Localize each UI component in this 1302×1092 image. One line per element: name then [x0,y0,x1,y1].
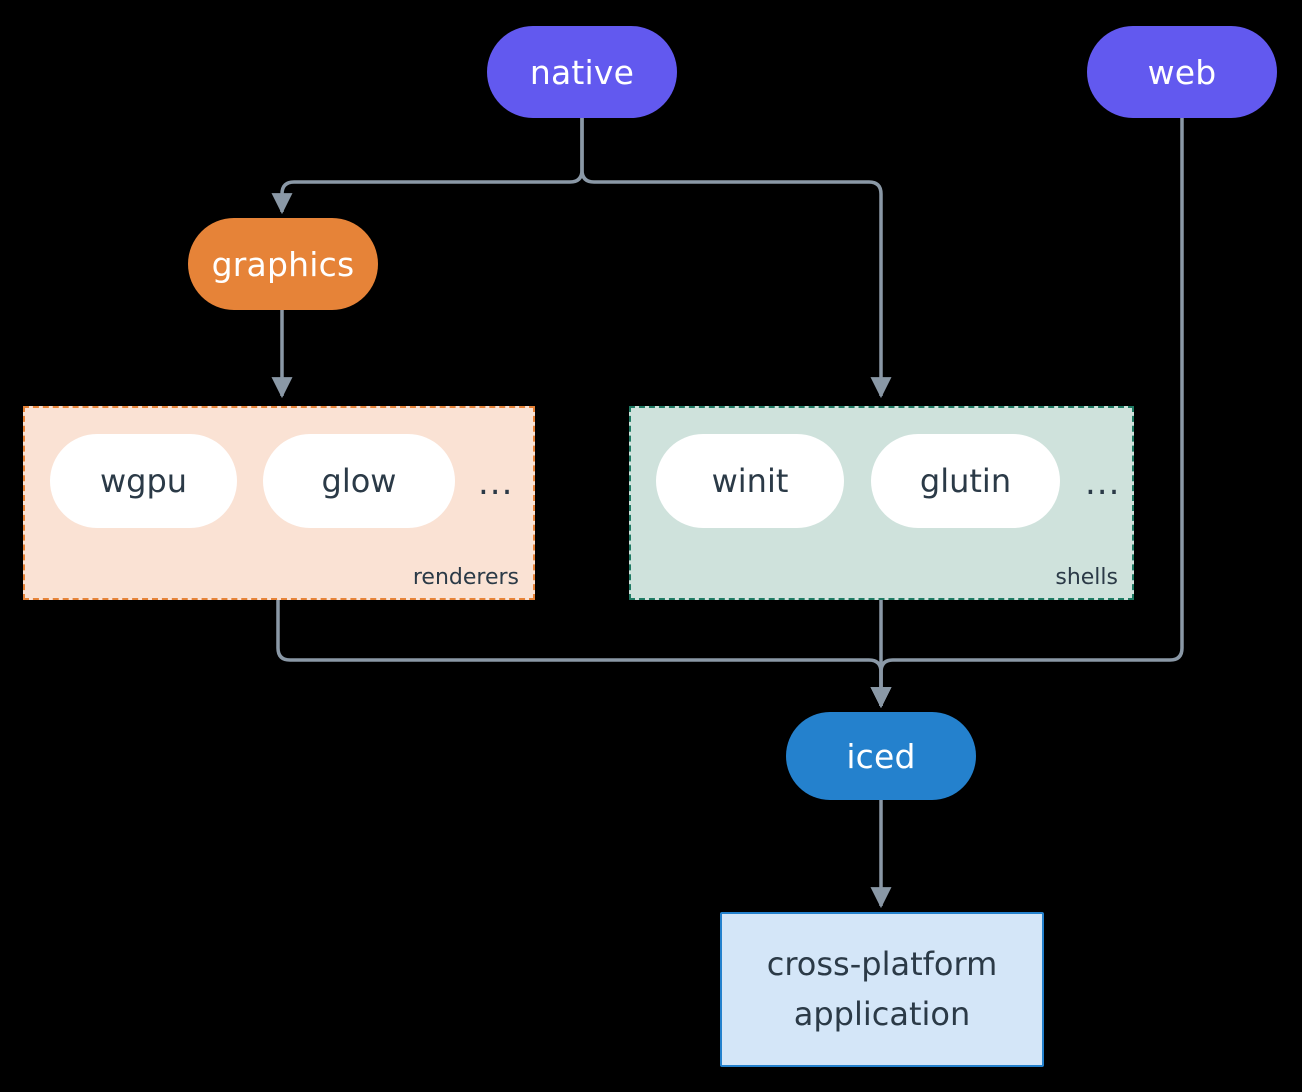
application-line-2: application [793,994,971,1033]
edge-native-to-graphics [271,118,584,215]
node-iced[interactable]: iced [786,712,976,800]
node-native[interactable]: native [487,26,677,118]
shells-overflow-ellipsis: ... [1085,463,1121,503]
node-wgpu[interactable]: wgpu [50,434,237,528]
node-native-label: native [529,52,635,92]
node-web-label: web [1147,52,1217,92]
node-web[interactable]: web [1087,26,1277,118]
group-shells-label: shells [1055,565,1118,590]
renderers-overflow-ellipsis: ... [478,463,514,503]
node-graphics-label: graphics [211,244,355,284]
node-glow-label: glow [321,462,397,500]
node-winit-label: winit [711,462,789,500]
group-renderers-label: renderers [412,565,519,590]
node-iced-label: iced [846,736,916,776]
application-line-1: cross-platform [766,944,998,983]
node-glutin-label: glutin [919,462,1012,500]
node-glow[interactable]: glow [263,434,455,528]
edge-renderers-to-iced [276,600,892,709]
node-wgpu-label: wgpu [99,462,188,500]
node-graphics[interactable]: graphics [188,218,378,310]
edge-native-to-shells [580,118,892,399]
node-winit[interactable]: winit [656,434,844,528]
node-cross-platform-application[interactable]: cross-platform application [720,912,1044,1067]
node-glutin[interactable]: glutin [871,434,1060,528]
